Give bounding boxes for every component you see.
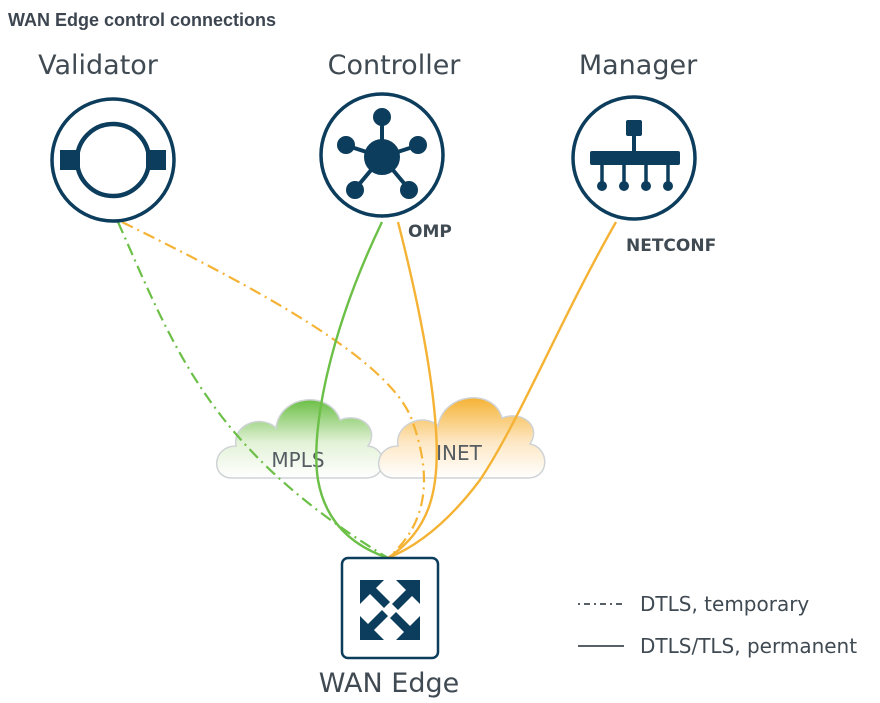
validator-node [50, 97, 176, 223]
manager-node [571, 95, 697, 221]
netconf-label: NETCONF [626, 236, 717, 256]
controller-mpls-permanent-link [315, 221, 389, 560]
hub-spoke-icon [337, 108, 427, 199]
manager-label: Manager [578, 50, 698, 81]
legend-temporary-label: DTLS, temporary [640, 592, 810, 616]
controller-node [319, 92, 445, 218]
validator-inet-temporary-link [121, 221, 426, 559]
validator-icon [60, 121, 166, 199]
validator-label: Validator [38, 50, 158, 81]
omp-label: OMP [408, 222, 452, 242]
router-arrows-icon [360, 580, 420, 640]
diagram-title: WAN Edge control connections [8, 10, 277, 30]
validator-mpls-temporary-link [116, 221, 389, 559]
manager-inet-permanent-link [387, 221, 618, 560]
controller-label: Controller [327, 50, 461, 81]
inet-label: INET [436, 441, 482, 465]
wan-edge-node [340, 556, 440, 660]
network-tree-icon [590, 120, 680, 191]
legend [578, 603, 624, 647]
inet-cloud: INET [377, 397, 546, 479]
wan-edge-label: WAN Edge [318, 668, 460, 699]
controller-inet-permanent-link [387, 221, 438, 559]
legend-permanent-label: DTLS/TLS, permanent [640, 634, 858, 658]
